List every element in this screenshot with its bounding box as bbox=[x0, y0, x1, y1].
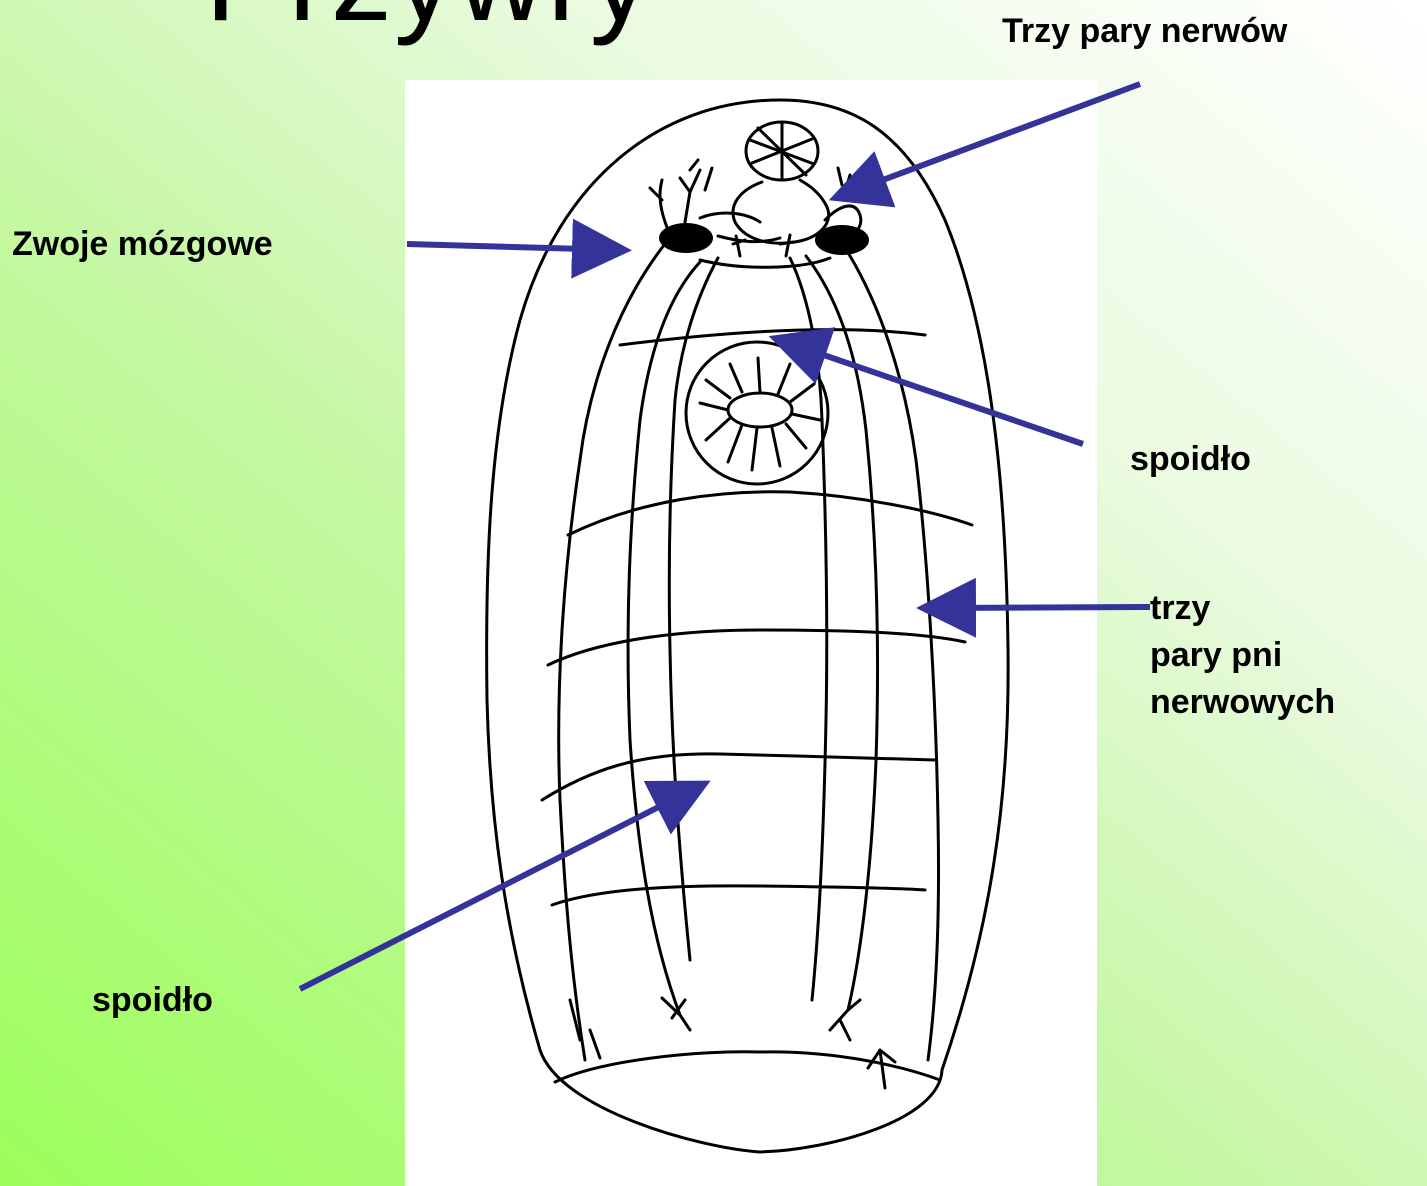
arrow-commissure-left bbox=[300, 786, 700, 989]
pharynx bbox=[733, 180, 829, 243]
label-commissure-right: spoidło bbox=[1130, 436, 1251, 483]
oral-sucker bbox=[746, 122, 818, 180]
commissure-3 bbox=[548, 630, 965, 665]
label-nerve-pairs: Trzy pary nerwów bbox=[1002, 8, 1287, 55]
label-cerebral-ganglia: Zwoje mózgowe bbox=[12, 221, 273, 268]
label-nerve-trunks-line1: trzy bbox=[1150, 585, 1335, 632]
cerebral-ganglion-right bbox=[815, 225, 869, 255]
label-nerve-trunks-line2: pary pni bbox=[1150, 632, 1335, 679]
cerebral-ganglion-left bbox=[659, 223, 713, 253]
arrow-trunks bbox=[928, 607, 1150, 608]
commissure-5 bbox=[552, 886, 925, 905]
arrow-nerve-pairs bbox=[840, 84, 1140, 196]
ventral-sucker bbox=[686, 342, 828, 484]
nerve-trunk-left-inner bbox=[669, 258, 718, 960]
label-commissure-left: spoidło bbox=[92, 977, 213, 1024]
label-nerve-trunks-line3: nerwowych bbox=[1150, 679, 1335, 726]
commissure-2 bbox=[568, 492, 972, 535]
label-nerve-trunks: trzy pary pni nerwowych bbox=[1150, 585, 1335, 726]
arrow-cerebral-ganglia bbox=[407, 244, 620, 250]
